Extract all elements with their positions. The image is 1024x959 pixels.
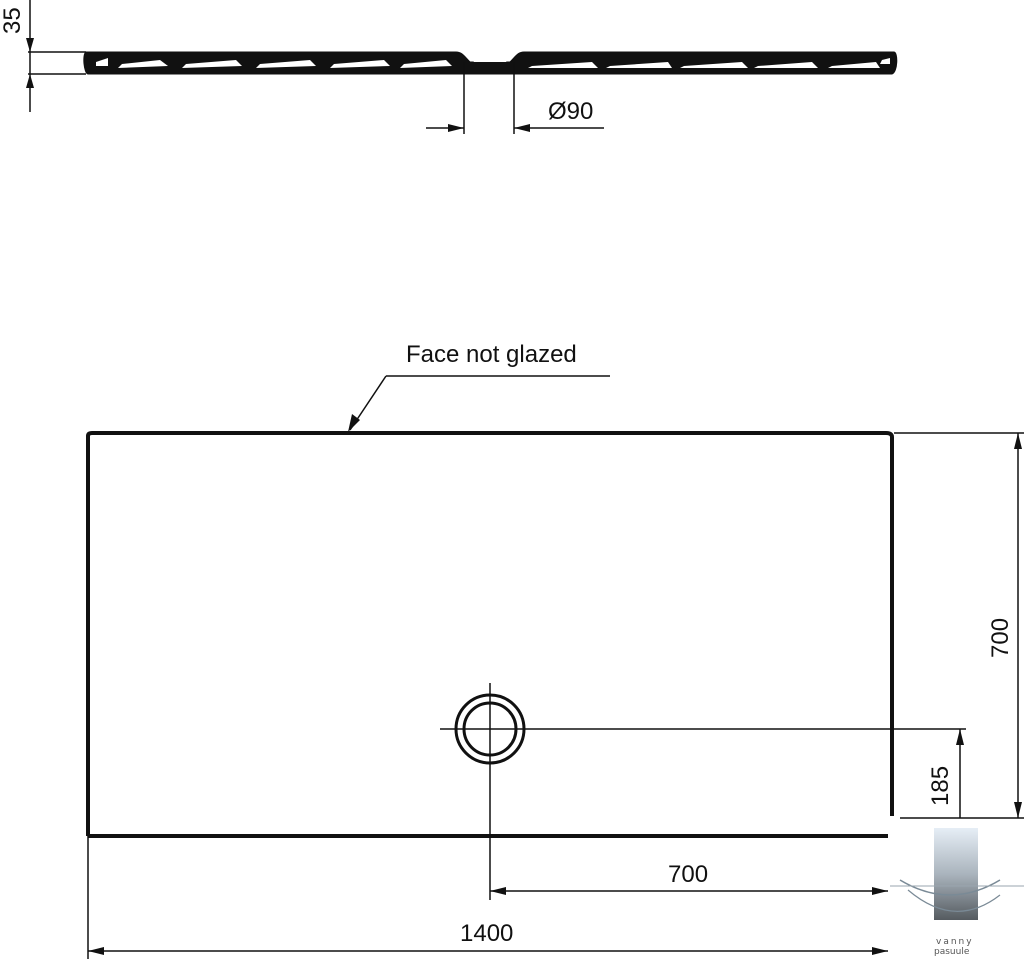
width-label: 1400 xyxy=(460,920,513,947)
logo-text-line2: pasuule xyxy=(934,947,970,957)
thickness-dimension xyxy=(26,0,86,112)
watermark-logo: vanny pasuule xyxy=(890,828,1024,957)
drain-outlet xyxy=(440,683,966,900)
logo-text-line1: vanny xyxy=(936,937,974,947)
drain-offset-x-dimension xyxy=(490,887,888,895)
annotation-leader xyxy=(348,375,610,432)
drain-offset-y-label: 185 xyxy=(927,766,954,806)
drain-offset-x-label: 700 xyxy=(668,861,708,888)
shower-tray-logo-icon xyxy=(934,828,978,920)
side-view: 35 Ø90 xyxy=(0,0,898,134)
width-dimension xyxy=(87,836,888,959)
thickness-label: 35 xyxy=(0,7,26,34)
tray-section-body xyxy=(83,51,898,75)
drain-diameter-dimension xyxy=(426,62,604,134)
depth-label: 700 xyxy=(987,618,1014,658)
depth-dimension xyxy=(894,432,1024,819)
drain-offset-y-dimension xyxy=(956,729,964,818)
section-slots xyxy=(96,58,890,68)
tray-plan-outline xyxy=(86,431,894,836)
plan-view: Face not glazed 700 185 70 xyxy=(86,341,1024,959)
annotation-text: Face not glazed xyxy=(406,341,577,368)
drain-diameter-label: Ø90 xyxy=(548,98,593,125)
